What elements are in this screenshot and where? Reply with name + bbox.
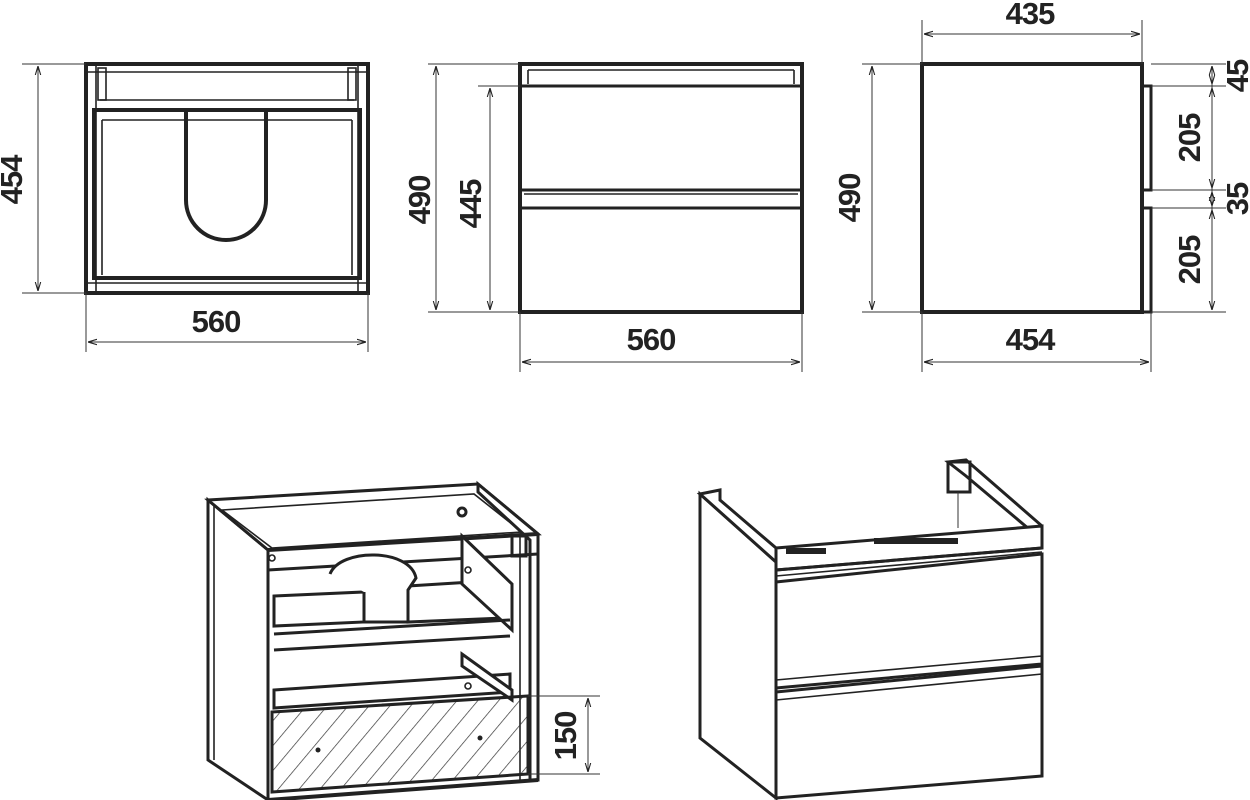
dim-depth-435: 435 bbox=[1006, 0, 1055, 31]
iso-upper-drawer-left bbox=[272, 590, 366, 628]
lower-drawer-front bbox=[1140, 206, 1153, 314]
iso-inner-drawer-front bbox=[270, 694, 530, 794]
cabinet-outline bbox=[84, 62, 370, 295]
front-open-view: 454 560 bbox=[0, 62, 370, 352]
front-closed-view: 490 445 560 bbox=[402, 62, 804, 372]
siphon-cutout bbox=[184, 110, 268, 242]
isometric-closed-view bbox=[696, 458, 1044, 800]
dim-inner-drawer-150: 150 bbox=[548, 712, 583, 761]
iso-lower-drawer bbox=[774, 664, 1044, 800]
iso-left-panel bbox=[206, 496, 270, 800]
dim-lower-drawer-205: 205 bbox=[1172, 235, 1207, 284]
dim-top-gap-45: 45 bbox=[1220, 59, 1250, 92]
upper-drawer-front bbox=[1140, 84, 1153, 192]
side-view: 435 454 490 45 205 35 205 bbox=[832, 0, 1250, 372]
iso-upper-drawer bbox=[774, 552, 1044, 690]
dim-height-454: 454 bbox=[0, 154, 29, 204]
dim-height-490-front: 490 bbox=[402, 176, 437, 225]
dim-mid-gap-35: 35 bbox=[1220, 182, 1250, 215]
dim-width-560-closed: 560 bbox=[627, 322, 676, 357]
iso-siphon-cutout bbox=[328, 553, 418, 624]
dim-width-560-open: 560 bbox=[192, 304, 241, 339]
dim-upper-drawer-205: 205 bbox=[1172, 113, 1207, 162]
isometric-open-view: 150 bbox=[204, 480, 600, 800]
dim-height-490-side: 490 bbox=[832, 174, 867, 223]
cabinet-front bbox=[518, 62, 804, 314]
dim-drawer-445: 445 bbox=[453, 179, 488, 228]
inner-opening bbox=[92, 108, 362, 280]
dim-depth-454: 454 bbox=[1006, 322, 1056, 357]
cabinet-side-panel bbox=[920, 62, 1144, 314]
